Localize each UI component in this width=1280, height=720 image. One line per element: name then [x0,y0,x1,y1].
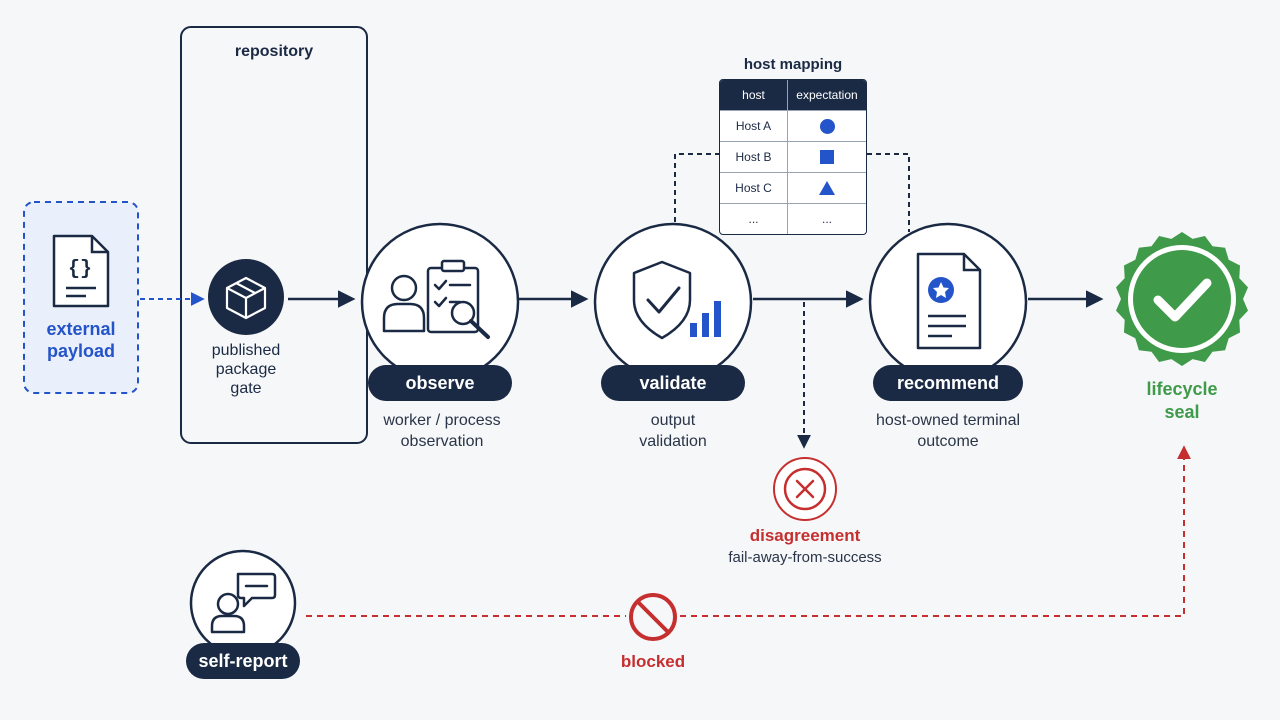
prohibited-icon [626,590,680,644]
external-payload-line1: external [46,319,116,339]
square-icon [820,150,834,165]
gate-label-line2: package [215,361,277,378]
validate-caption-line1: output [650,412,696,429]
observe-caption: worker / process observation [360,410,524,452]
host-mapping-connector-right [867,153,910,232]
host-cell: Host A [720,110,788,142]
host-cell: ... [720,203,788,234]
repository-frame [180,26,368,444]
shield-check-chart-icon [632,260,721,340]
recommend-caption-line1: host-owned terminal [875,412,1021,429]
observe-pill[interactable]: observe [368,365,512,401]
package-box-icon [225,276,267,320]
table-row: Host B [720,141,866,173]
external-payload-line2: payload [46,341,116,361]
host-mapping-connector-left [674,153,719,222]
expectation-cell [787,141,866,173]
gate-label-line1: published [211,342,281,359]
table-row: Host C [720,172,866,204]
host-mapping-header-host: host [720,80,788,111]
repository-title: repository [234,43,314,60]
recommend-caption: host-owned terminal outcome [858,410,1038,452]
lifecycle-seal-label: lifecycle seal [1122,378,1242,424]
host-mapping-table: host expectation Host A Host B Host C ..… [719,79,867,235]
person-clipboard-search-icon [382,259,490,339]
recommend-pill[interactable]: recommend [873,365,1023,401]
triangle-icon [819,181,835,196]
lifecycle-seal-line2: seal [1164,402,1200,422]
table-row: ... ... [720,203,866,234]
host-cell: Host C [720,172,788,204]
check-seal-icon [1116,232,1248,366]
validate-caption: output validation [603,410,743,452]
expectation-cell [787,110,866,142]
observe-caption-line2: observation [400,433,484,450]
validate-pill[interactable]: validate [601,365,745,401]
json-document-icon: {} [52,234,110,308]
expectation-cell: ... [787,203,866,234]
disagreement-caption: fail-away-from-success [728,549,882,566]
table-row: Host A [720,110,866,142]
host-cell: Host B [720,141,788,173]
lifecycle-seal-line1: lifecycle [1146,379,1218,399]
circle-icon [819,118,835,134]
blocked-label: blocked [620,652,686,671]
svg-text:{}: {} [68,258,92,281]
gate-label-line3: gate [230,380,262,397]
observe-caption-line1: worker / process [383,412,501,429]
validate-caption-line2: validation [639,433,707,450]
disagreement-title: disagreement [749,526,861,545]
x-circle-icon [773,457,837,521]
expectation-cell [787,172,866,204]
blocked-path [306,445,1191,617]
external-payload-label: external payload [24,318,138,362]
certificate-document-icon [916,252,982,350]
self-report-pill[interactable]: self-report [186,643,300,679]
validate-node [593,222,753,382]
host-mapping-header-expectation: expectation [787,80,866,111]
gate-label: published package gate [196,341,296,398]
person-speech-icon [210,572,277,634]
recommend-caption-line2: outcome [917,433,979,450]
host-mapping-title: host mapping [743,56,843,73]
